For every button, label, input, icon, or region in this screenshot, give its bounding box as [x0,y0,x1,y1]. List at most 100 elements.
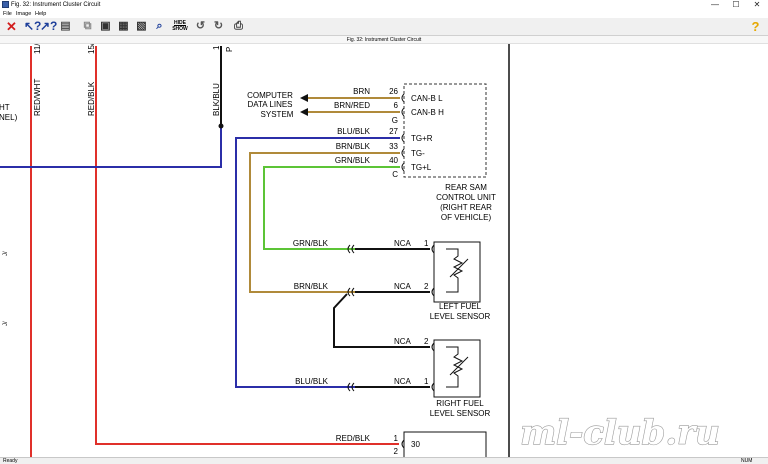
print-icon[interactable]: ⎙ [234,20,243,32]
rotate-right-icon[interactable]: ↻ [213,20,224,32]
conn-arc [401,148,405,158]
rotate-left-icon[interactable]: ↺ [195,20,206,32]
left-fuel-name: LEFT FUEL [439,302,482,311]
pin-number: C [392,170,398,179]
num-indicator: NUM [741,458,753,464]
menu-help[interactable]: Help [35,11,47,17]
hide-show-button[interactable]: HIDE SHOW [172,20,188,33]
wire-brn-blk [249,152,400,293]
menu-image[interactable]: Image [16,11,32,17]
lf-pin2: 2 [424,282,429,291]
lf-wire2: BRN/BLK [294,282,329,291]
pin-wire-label: GRN/BLK [335,156,371,165]
find-help-icon[interactable]: ⌕ [156,20,163,32]
wiring-diagram: RED/WHT 11/ RED/BLK 15/ BLK/BLU 1 P HT N… [0,44,720,457]
blk-blu-pin: 1 [212,45,221,50]
window-title: Fig. 32: Instrument Cluster Circuit [11,2,101,8]
right-fuel-resistor-icon [446,346,464,388]
sensor-conn-arc [431,244,435,254]
zoom-out-page-icon[interactable]: ▧ [136,20,147,32]
rear-sam-name: CONTROL UNIT [436,193,496,202]
title-bar: Fig. 32: Instrument Cluster Circuit — ☐ … [0,0,768,10]
pin-signal: TG+R [411,134,433,143]
help-arrow-icon[interactable]: ↖? [24,19,42,33]
conn-arc [401,133,405,143]
rear-sam-name: REAR SAM [445,183,487,192]
whats-this-icon[interactable]: ↗? [40,19,58,33]
app-icon [2,1,9,8]
can-h-arrow [300,108,308,116]
pin-wire-label: BLU/BLK [337,127,371,136]
sensor-conn-arc [431,287,435,297]
close-button[interactable]: ✕ [753,0,761,9]
blk-blu-conn: P [225,47,234,52]
rf-wire1: BLU/BLK [295,377,329,386]
rear-sam-name: OF VEHICLE) [441,213,492,222]
show-label: SHOW [172,26,188,32]
rear-sam-box [403,83,487,178]
nca-conn-arc [347,244,355,254]
document-title: Fig. 32: Instrument Cluster Circuit [0,36,768,44]
pin-number: 26 [389,87,398,96]
help-question-icon[interactable]: ? [751,19,760,34]
menu-file[interactable]: File [3,11,12,17]
hide-label: HIDE [174,20,186,26]
status-text: Ready [3,458,18,464]
red-wht-label: RED/WHT [33,79,42,116]
zoom-page-icon[interactable]: ▣ [100,20,111,32]
lf-wire1: GRN/BLK [293,239,329,248]
rf-pin1: 1 [424,377,429,386]
nca-conn-arc [347,287,355,297]
conn-arc [401,162,405,172]
left-fuel-name: LEVEL SENSOR [430,312,491,321]
conn-arc [401,439,405,449]
pin-number: 40 [389,156,398,165]
conn-arc [401,93,405,103]
can-l-arrow [300,94,308,102]
pin-signal: CAN-B L [411,94,443,103]
left-fuel-wiper-icon [449,258,469,278]
menu-bar: File Image Help [0,10,768,18]
red-blk-pin: 15/ [87,44,96,54]
lf-nca1: NCA [394,239,412,248]
sensor-conn-arc [431,382,435,392]
toolbar: ✕ ↖? ↗? ▤ ⧉ ▣ ▦ ▧ ⌕ HIDE SHOW ↺ ↻ ⎙ ? [0,18,768,36]
copy-disabled-icon[interactable]: ⧉ [83,20,92,32]
pin-signal: CAN-B H [411,108,444,117]
wire-red-blk [95,46,399,445]
close-x-icon[interactable]: ✕ [6,19,17,34]
document-icon[interactable]: ▤ [60,20,71,32]
pin-number: 6 [394,101,399,110]
zoom-in-page-icon[interactable]: ▦ [118,20,129,32]
splice-dot [218,123,224,129]
lf-nca2: NCA [394,282,412,291]
left-fuel-resistor-icon [446,248,464,293]
right-fuel-wiper-icon [449,356,469,376]
bottom-pin1: 1 [394,434,399,443]
cut-label-1: HT [0,103,10,112]
red-wht-pin: 11/ [33,44,42,54]
cut-label-2: NEL) [0,113,18,122]
wire-grn-blk [263,166,400,250]
conn-arc [401,107,405,117]
right-fuel-name: LEVEL SENSOR [430,409,491,418]
wire-blue-left [0,126,222,168]
blk-blu-label: BLK/BLU [212,83,221,116]
nca-conn-arc [347,382,355,392]
maximize-button[interactable]: ☐ [732,0,740,9]
rf-pin2: 2 [424,337,429,346]
right-fuel-sensor-box [433,339,481,398]
pin-wire-label: BRN/RED [334,101,370,110]
pin-signal: TG- [411,149,425,158]
sensor-conn-arc [431,342,435,352]
pin-wire-label: BRN [353,87,370,96]
bottom-pin2: 2 [394,447,399,456]
status-bar: Ready NUM [0,457,768,464]
pin-number: G [392,116,398,125]
cdl-line1: COMPUTER [247,91,293,100]
red-blk-label: RED/BLK [87,81,96,116]
wire-blu-blk [235,137,400,388]
minimize-button[interactable]: — [711,0,719,9]
edge-pin-1: J/ [3,251,9,256]
pin-number: 27 [389,127,398,136]
